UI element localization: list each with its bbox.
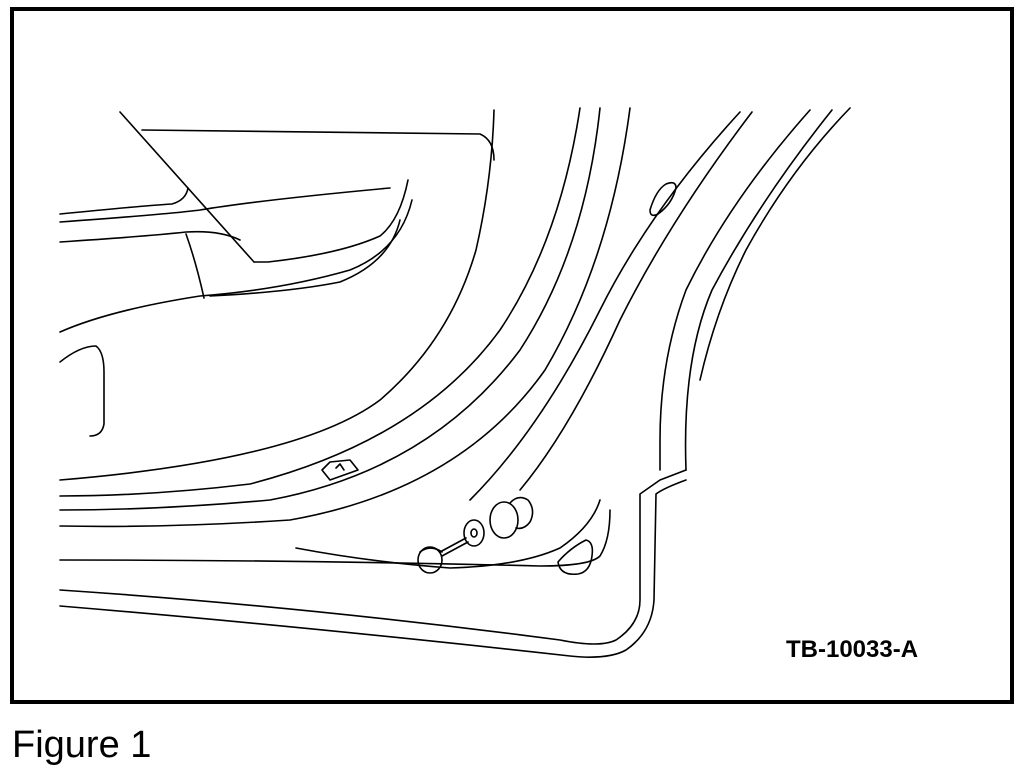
figure-reference-code: TB-10033-A (786, 636, 919, 663)
door-sill (59, 469, 687, 658)
access-hole-upper (649, 181, 677, 217)
door-opening-sweeps (59, 107, 851, 528)
figure-caption: Figure 1 (12, 724, 152, 766)
figure-frame (10, 7, 1014, 704)
door-trim-upper (59, 111, 495, 437)
door-clip (321, 459, 359, 481)
access-hole-lower (557, 539, 594, 576)
fastener-assembly (417, 496, 534, 574)
